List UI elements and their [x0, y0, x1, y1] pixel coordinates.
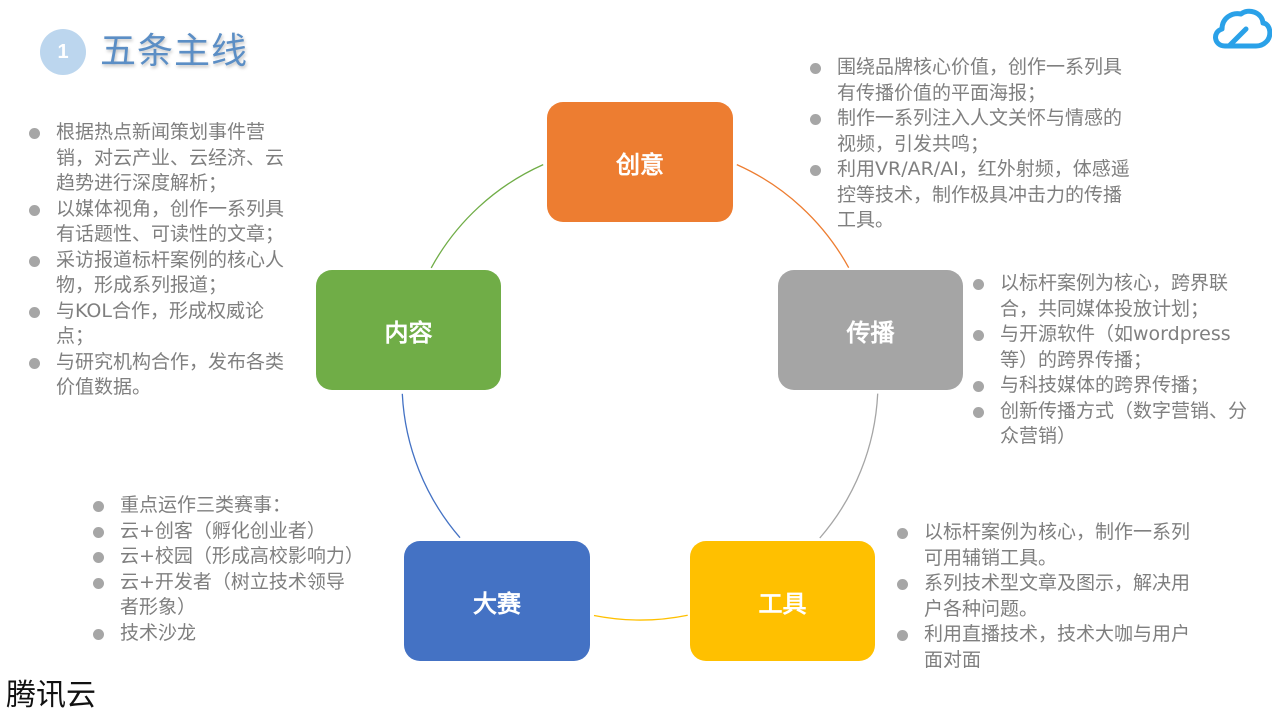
node-neirong: 内容	[316, 270, 501, 390]
bullet-item: 采访报道标杆案例的核心人物，形成系列报道；	[29, 248, 295, 299]
chuangyi-bullet-list: 围绕品牌核心价值，创作一系列具有传播价值的平面海报；制作一系列注入人文关怀与情感…	[810, 55, 1132, 234]
connector-chuangyi-to-chuanbo	[736, 164, 850, 269]
bullet-item: 云+创客（孵化创业者）	[93, 519, 355, 545]
connector-gongju-to-dasai	[593, 614, 688, 621]
dasai-bullet-list: 重点运作三类赛事：云+创客（孵化创业者）云+校园（形成高校影响力）云+开发者（树…	[93, 493, 364, 647]
bullet-item: 系列技术型文章及图示，解决用户各种问题。	[897, 571, 1207, 622]
node-label: 大赛	[473, 589, 521, 618]
bullet-item: 与开源软件（如wordpress等）的跨界传播；	[973, 322, 1255, 373]
bullet-item: 制作一系列注入人文关怀与情感的视频，引发共鸣；	[810, 106, 1132, 157]
brand-name: 腾讯云	[6, 678, 96, 713]
bullet-item: 以标杆案例为核心，制作一系列可用辅销工具。	[897, 520, 1207, 571]
bullet-item: 以媒体视角，创作一系列具有话题性、可读性的文章；	[29, 197, 295, 248]
connector-neirong-to-chuangyi	[430, 164, 544, 269]
node-chuanbo: 传播	[778, 270, 963, 390]
node-gongju: 工具	[690, 541, 875, 661]
bullet-item: 与科技媒体的跨界传播；	[973, 373, 1255, 399]
chuanbo-bullet-list: 以标杆案例为核心，跨界联合，共同媒体投放计划；与开源软件（如wordpress等…	[973, 271, 1255, 450]
tencent-cloud-logo-icon	[1213, 8, 1272, 49]
bullet-item: 与KOL合作，形成权威论点；	[29, 299, 295, 350]
bullet-item: 云+校园（形成高校影响力）	[93, 544, 364, 570]
node-dasai: 大赛	[404, 541, 590, 661]
bullet-item: 技术沙龙	[93, 621, 355, 647]
node-label: 工具	[758, 589, 807, 618]
bullet-item: 与研究机构合作，发布各类价值数据。	[29, 350, 295, 401]
node-label: 创意	[616, 150, 664, 179]
bullet-item: 围绕品牌核心价值，创作一系列具有传播价值的平面海报；	[810, 55, 1132, 106]
title-number: 1	[57, 40, 69, 63]
gongju-bullet-list: 以标杆案例为核心，制作一系列可用辅销工具。系列技术型文章及图示，解决用户各种问题…	[897, 520, 1207, 673]
bullet-item: 利用VR/AR/AI，红外射频，体感遥控等技术，制作极具冲击力的传播工具。	[810, 157, 1132, 234]
title-number-badge: 1	[40, 29, 86, 75]
slide-title: 五条主线	[100, 31, 249, 72]
node-label: 内容	[384, 318, 433, 347]
connector-dasai-to-neirong	[401, 393, 461, 539]
node-label: 传播	[846, 318, 895, 347]
neirong-bullet-list: 根据热点新闻策划事件营销，对云产业、云经济、云趋势进行深度解析；以媒体视角，创作…	[29, 120, 295, 401]
bullet-item: 利用直播技术，技术大咖与用户面对面	[897, 622, 1207, 673]
bullet-item: 根据热点新闻策划事件营销，对云产业、云经济、云趋势进行深度解析；	[29, 120, 295, 197]
bullet-item: 重点运作三类赛事：	[93, 493, 355, 519]
bullet-item: 以标杆案例为核心，跨界联合，共同媒体投放计划；	[973, 271, 1255, 322]
node-chuangyi: 创意	[547, 102, 733, 222]
connector-chuanbo-to-gongju	[819, 393, 879, 539]
bullet-item: 云+开发者（树立技术领导者形象）	[93, 570, 355, 621]
bullet-item: 创新传播方式（数字营销、分众营销）	[973, 399, 1255, 450]
